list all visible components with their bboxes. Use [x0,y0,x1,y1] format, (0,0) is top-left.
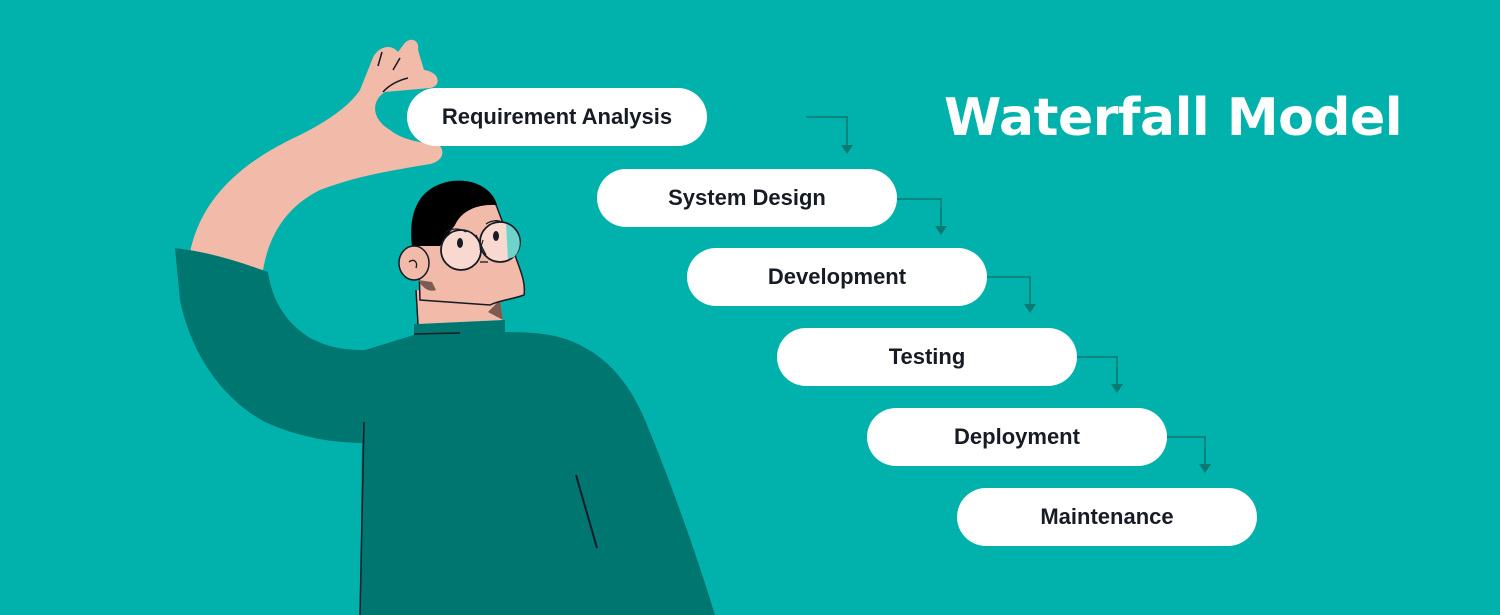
step-requirement-analysis: Requirement Analysis [407,88,707,146]
sweater-torso [360,320,715,615]
step-system-design: System Design [597,169,897,227]
step-maintenance: Maintenance [957,488,1257,546]
diagram-title: Waterfall Model [944,88,1403,148]
raised-arm [188,39,443,270]
step-deployment: Deployment [867,408,1167,466]
glasses-left [440,229,482,271]
hair [411,180,497,246]
step-testing: Testing [777,328,1077,386]
raised-arm-sleeve [175,248,365,443]
step-development: Development [687,248,987,306]
